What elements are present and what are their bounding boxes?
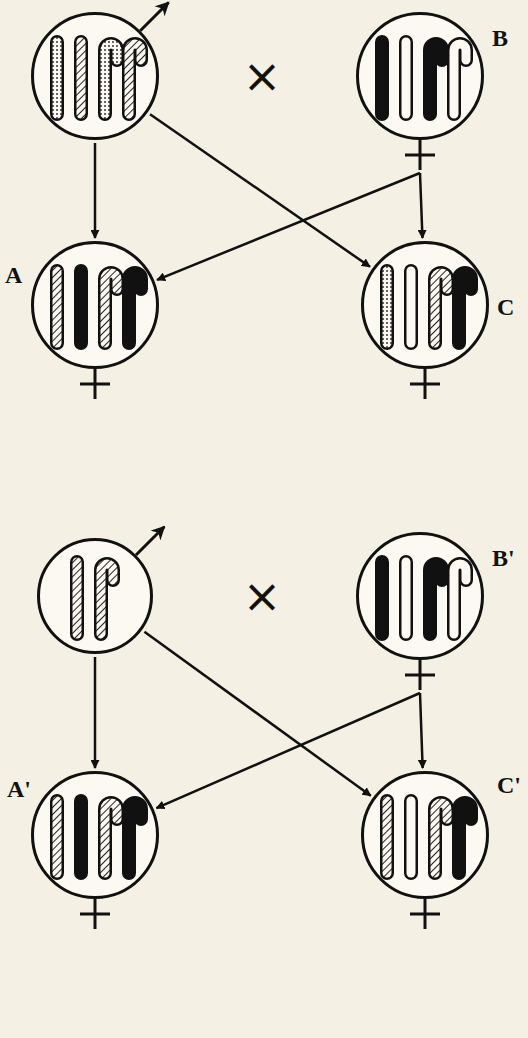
chromosome — [57, 801, 58, 873]
chromosome — [454, 564, 466, 634]
cell-letter: B — [492, 26, 508, 50]
chromosome — [57, 271, 58, 343]
female-symbol-cross — [405, 660, 435, 690]
inheritance-arrow — [420, 173, 422, 238]
chromosome — [129, 44, 141, 114]
male-symbol-arrow — [136, 527, 164, 555]
chromosome — [81, 271, 82, 343]
male-cell-circle — [37, 538, 153, 654]
chromosome — [406, 42, 407, 114]
cell-outline — [356, 532, 484, 660]
cell-outline — [31, 771, 159, 899]
cell-circle — [358, 534, 483, 659]
chromosome — [382, 42, 383, 114]
chromosome — [105, 44, 117, 114]
cell-outline — [37, 538, 153, 654]
female-cell-circle: A — [31, 241, 159, 369]
inheritance-arrow — [150, 114, 370, 267]
chromosome — [411, 801, 412, 873]
female-symbol-cross — [410, 369, 440, 399]
chromosome — [435, 273, 447, 343]
cell-letter: B' — [492, 546, 515, 570]
chromosome — [406, 562, 407, 634]
cell-circle — [39, 540, 152, 653]
female-cell-circle: C' — [361, 771, 489, 899]
chromosome — [459, 273, 471, 343]
female-symbol-cross — [80, 369, 110, 399]
female-symbol-cross — [410, 899, 440, 929]
chromosome — [81, 42, 82, 114]
cell-letter: C — [497, 295, 514, 319]
cell-outline — [361, 771, 489, 899]
cell-letter: A' — [7, 777, 31, 801]
cell-circle — [363, 773, 488, 898]
chromosome — [129, 273, 141, 343]
chromosome — [105, 803, 117, 873]
inheritance-arrow — [94, 143, 97, 238]
female-cell-circle: C — [361, 241, 489, 369]
chromosome — [387, 271, 388, 343]
cell-letter: A — [5, 263, 22, 287]
cell-circle — [33, 243, 158, 368]
chromosome — [77, 562, 78, 634]
chromosome — [382, 562, 383, 634]
chromosome — [435, 803, 447, 873]
chromosome — [101, 564, 113, 634]
cross-sign: × — [243, 53, 282, 99]
chromosome — [430, 44, 442, 114]
male-symbol-arrow — [140, 2, 168, 30]
cell-circle — [358, 14, 483, 139]
chromosome — [57, 42, 58, 114]
cell-circle — [33, 14, 158, 139]
cell-outline — [31, 12, 159, 140]
chromosome — [129, 803, 141, 873]
inheritance-arrow — [420, 693, 423, 768]
female-symbol-cross — [405, 140, 435, 170]
female-symbol-cross — [80, 899, 110, 929]
chromosome — [387, 801, 388, 873]
chromosome — [430, 564, 442, 634]
female-cell-circle: B — [356, 12, 484, 140]
cell-letter: C' — [497, 773, 521, 797]
cell-circle — [33, 773, 158, 898]
inheritance-arrow — [94, 657, 97, 768]
chromosome — [105, 273, 117, 343]
chromosome — [81, 801, 82, 873]
chromosome — [411, 271, 412, 343]
chromosome — [459, 803, 471, 873]
cell-outline — [31, 241, 159, 369]
female-cell-circle: A' — [31, 771, 159, 899]
male-cell-circle — [31, 12, 159, 140]
cell-circle — [363, 243, 488, 368]
female-cell-circle: B' — [356, 532, 484, 660]
inheritance-arrow — [144, 632, 370, 796]
cell-outline — [361, 241, 489, 369]
cell-outline — [356, 12, 484, 140]
cross-sign: × — [243, 573, 282, 619]
chromosome — [454, 44, 466, 114]
